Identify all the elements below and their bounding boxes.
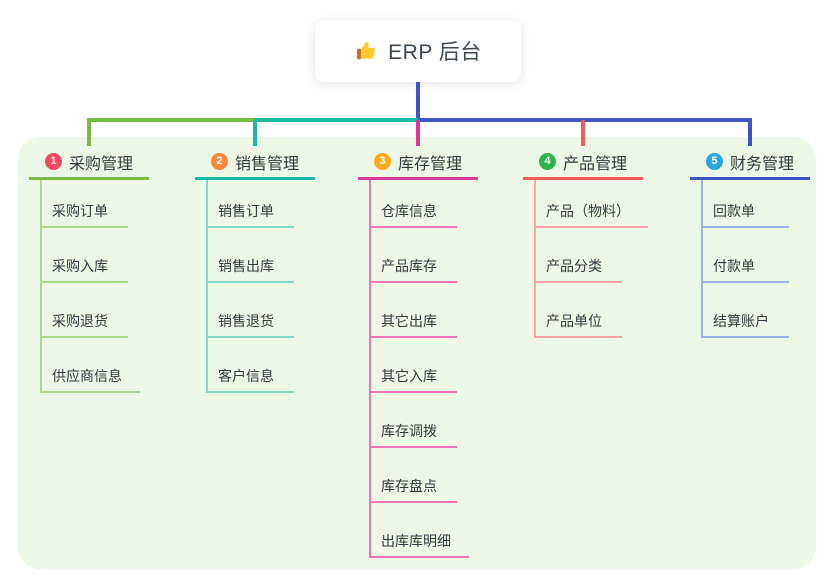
child-node[interactable]: 产品分类 (534, 255, 622, 283)
child-node[interactable]: 客户信息 (206, 365, 294, 393)
branch-number-badge: 1 (44, 153, 62, 170)
branch-number-badge: 3 (373, 153, 391, 170)
child-node[interactable]: 库存调拨 (369, 420, 457, 448)
child-label: 销售订单 (218, 203, 274, 219)
child-node[interactable]: 采购订单 (40, 200, 128, 228)
child-node[interactable]: 结算账户 (701, 310, 789, 338)
child-label: 销售出库 (218, 258, 274, 274)
child-label: 库存盘点 (381, 478, 437, 494)
child-label: 回款单 (713, 203, 755, 219)
child-label: 结算账户 (713, 313, 769, 329)
child-spine-line (534, 180, 536, 338)
child-node[interactable]: 付款单 (701, 255, 789, 283)
child-spine-line (206, 180, 208, 393)
child-label: 采购入库 (52, 258, 108, 274)
branch-connector-line (87, 120, 91, 146)
child-node[interactable]: 回款单 (701, 200, 789, 228)
branches-background-panel (18, 137, 816, 569)
branch-node-3[interactable]: 3 库存管理 (358, 146, 478, 180)
rail-segment-right (418, 118, 752, 122)
child-label: 客户信息 (218, 368, 274, 384)
child-label: 采购订单 (52, 203, 108, 219)
child-node[interactable]: 销售退货 (206, 310, 294, 338)
branch-node-2[interactable]: 2 销售管理 (195, 146, 315, 180)
branch-label: 产品管理 (562, 155, 627, 173)
child-node[interactable]: 产品单位 (534, 310, 622, 338)
child-node[interactable]: 出库库明细 (369, 530, 469, 558)
child-spine-line (369, 180, 371, 558)
branch-label: 销售管理 (234, 155, 299, 173)
child-node[interactable]: 采购入库 (40, 255, 128, 283)
child-node[interactable]: 产品库存 (369, 255, 457, 283)
rail-segment-left (87, 118, 255, 122)
child-label: 产品分类 (546, 258, 602, 274)
child-node[interactable]: 其它入库 (369, 365, 457, 393)
child-node[interactable]: 库存盘点 (369, 475, 457, 503)
branch-connector-line (748, 120, 752, 146)
branch-node-4[interactable]: 4 产品管理 (523, 146, 643, 180)
child-spine-line (701, 180, 703, 338)
thumbs-up-icon (354, 39, 378, 63)
child-node[interactable]: 其它出库 (369, 310, 457, 338)
root-label: ERP 后台 (388, 41, 482, 64)
child-label: 出库库明细 (381, 533, 451, 549)
branch-node-5[interactable]: 5 财务管理 (690, 146, 810, 180)
child-node[interactable]: 仓库信息 (369, 200, 457, 228)
branch-number-badge: 2 (210, 153, 228, 170)
root-node[interactable]: ERP 后台 (315, 20, 521, 82)
child-label: 其它入库 (381, 368, 437, 384)
branch-node-1[interactable]: 1 采购管理 (29, 146, 149, 180)
branch-label: 库存管理 (397, 155, 462, 173)
branch-number-badge: 5 (705, 153, 723, 170)
child-node[interactable]: 采购退货 (40, 310, 128, 338)
child-label: 采购退货 (52, 313, 108, 329)
child-label: 产品（物料） (546, 203, 630, 219)
child-label: 仓库信息 (381, 203, 437, 219)
branch-label: 采购管理 (68, 155, 133, 173)
child-node[interactable]: 产品（物料） (534, 200, 648, 228)
child-label: 产品库存 (381, 258, 437, 274)
child-node[interactable]: 销售订单 (206, 200, 294, 228)
branch-number-badge: 4 (538, 153, 556, 170)
child-label: 付款单 (713, 258, 755, 274)
rail-segment-middle (255, 118, 418, 122)
child-label: 其它出库 (381, 313, 437, 329)
child-label: 销售退货 (218, 313, 274, 329)
child-label: 库存调拨 (381, 423, 437, 439)
root-connector-line (416, 82, 420, 120)
child-node[interactable]: 供应商信息 (40, 365, 140, 393)
child-label: 产品单位 (546, 313, 602, 329)
branch-connector-line (253, 120, 257, 146)
child-spine-line (40, 180, 42, 393)
child-label: 供应商信息 (52, 368, 122, 384)
branch-connector-line (416, 120, 420, 146)
branch-label: 财务管理 (729, 155, 794, 173)
child-node[interactable]: 销售出库 (206, 255, 294, 283)
branch-connector-line (581, 120, 585, 146)
